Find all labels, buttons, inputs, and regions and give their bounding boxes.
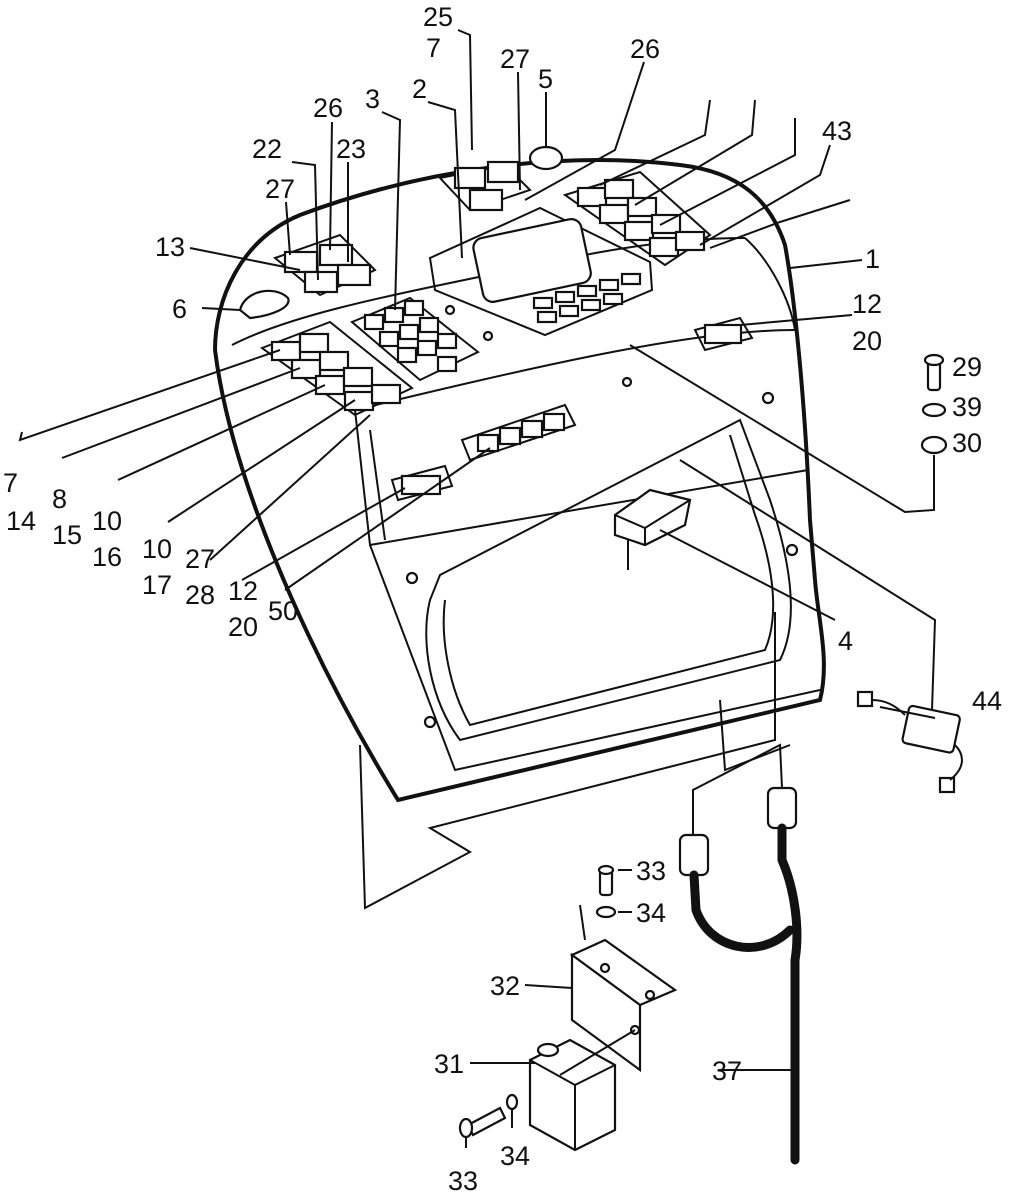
callout-13: 13 [155, 232, 185, 262]
callout-26: 26 [313, 93, 343, 123]
right-switch-cluster [562, 170, 712, 267]
callout-31: 31 [434, 1049, 464, 1079]
console-housing [213, 158, 826, 941]
callout-7: 7 [426, 33, 441, 63]
knob-icon [528, 145, 564, 171]
callout-37: 37 [712, 1056, 742, 1086]
relay [613, 488, 692, 570]
callout-12: 12 [852, 289, 882, 319]
callout-4: 4 [838, 626, 853, 656]
callout-10: 10 [142, 534, 172, 564]
top-switch-block [438, 145, 564, 212]
callout-12: 12 [228, 576, 258, 606]
callout-29: 29 [952, 352, 982, 382]
callout-33: 33 [448, 1166, 478, 1196]
callout-27: 27 [500, 44, 530, 74]
callout-22: 22 [252, 134, 282, 164]
right-rocker [693, 316, 754, 352]
callout-labels: 25 7 27 5 26 26 3 2 22 23 27 13 6 43 1 1… [3, 2, 1002, 1196]
callout-20: 20 [852, 326, 882, 356]
callout-8: 8 [52, 484, 67, 514]
display-keys [532, 272, 642, 324]
callout-17: 17 [142, 570, 172, 600]
callout-30: 30 [952, 428, 982, 458]
callout-50: 50 [268, 596, 298, 626]
callout-14: 14 [6, 506, 36, 536]
callout-32: 32 [490, 971, 520, 1001]
module-44 [679, 459, 963, 794]
callout-23: 23 [336, 134, 366, 164]
callout-6: 6 [172, 294, 187, 324]
callout-34: 34 [636, 898, 666, 928]
left-top-switch-pair [272, 233, 377, 297]
buzzer-31 [458, 1029, 636, 1152]
callout-16: 16 [92, 542, 122, 572]
callout-10: 10 [92, 506, 122, 536]
bracket-32 [569, 864, 678, 1073]
display-panel [428, 206, 654, 337]
callout-15: 15 [52, 520, 82, 550]
callout-34: 34 [500, 1141, 530, 1171]
callout-33: 33 [636, 856, 666, 886]
callout-7: 7 [3, 468, 18, 498]
callout-27: 27 [185, 544, 215, 574]
callout-20: 20 [228, 612, 258, 642]
callout-27: 27 [265, 174, 295, 204]
cap-icon [238, 289, 290, 320]
callout-39: 39 [952, 392, 982, 422]
screw-stack [629, 344, 948, 514]
callout-26: 26 [630, 34, 660, 64]
callout-43: 43 [822, 116, 852, 146]
callout-3: 3 [365, 84, 380, 114]
left-rocker-cluster [259, 320, 414, 417]
callout-5: 5 [538, 64, 553, 94]
callout-44: 44 [972, 686, 1002, 716]
callout-25: 25 [423, 2, 453, 32]
callout-1: 1 [865, 244, 880, 274]
center-rocker-strip [460, 403, 577, 462]
callout-28: 28 [185, 580, 215, 610]
wiring-harness [678, 743, 802, 1165]
keypad [350, 296, 480, 382]
callout-2: 2 [412, 74, 427, 104]
leader-lines [18, 29, 936, 1148]
